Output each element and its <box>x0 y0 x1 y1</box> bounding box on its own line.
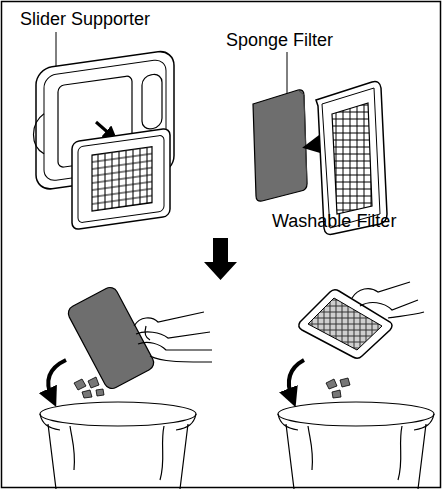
part-label: Sponge Filter <box>226 29 406 51</box>
trash-bin <box>40 402 196 489</box>
hand <box>134 312 212 362</box>
leader-line <box>287 52 288 96</box>
hand <box>352 282 424 318</box>
part-label: Slider Supporter <box>20 8 220 30</box>
motion-arrow <box>289 360 304 398</box>
trash-bin <box>278 402 434 489</box>
sponge-filter <box>253 90 307 201</box>
motion-arrow <box>48 360 66 398</box>
part-label: Washable Filter <box>272 210 440 232</box>
washable-filter <box>72 128 170 230</box>
debris <box>326 378 350 398</box>
sponge-filter <box>66 285 157 392</box>
step-arrow <box>204 238 237 280</box>
debris <box>74 377 104 398</box>
direction-arrow <box>96 122 112 136</box>
washable-filter <box>299 290 392 359</box>
